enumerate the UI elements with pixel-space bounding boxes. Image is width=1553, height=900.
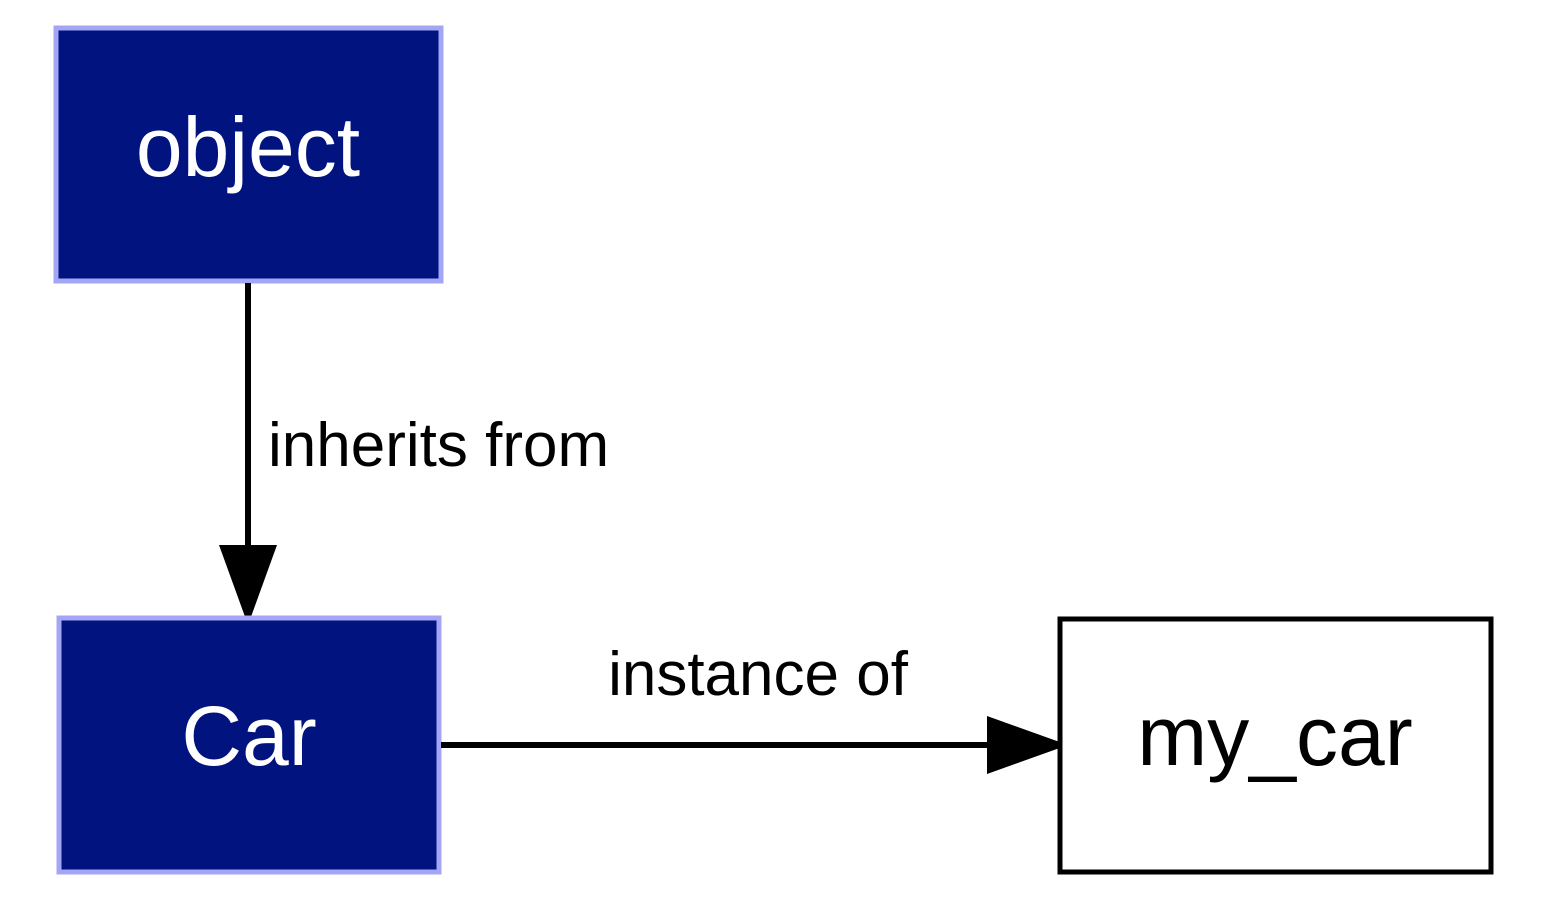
- node-object-label: object: [136, 100, 360, 194]
- edge-inherits-arrowhead: [219, 545, 277, 625]
- node-car-label: Car: [181, 689, 316, 783]
- node-my-car: my_car: [1057, 616, 1494, 875]
- edge-inherits-from: inherits from: [219, 283, 609, 625]
- edge-instance-of: instance of: [441, 640, 1068, 774]
- node-object-box: [53, 25, 444, 284]
- edge-instance-label: instance of: [608, 640, 909, 709]
- node-object: object: [53, 25, 444, 284]
- node-my-car-label: my_car: [1137, 689, 1412, 783]
- edge-instance-arrowhead: [987, 716, 1068, 774]
- edge-inherits-label: inherits from: [268, 411, 609, 480]
- node-car-box: [56, 615, 442, 875]
- node-car: Car: [56, 615, 442, 875]
- node-my-car-box: [1057, 616, 1494, 875]
